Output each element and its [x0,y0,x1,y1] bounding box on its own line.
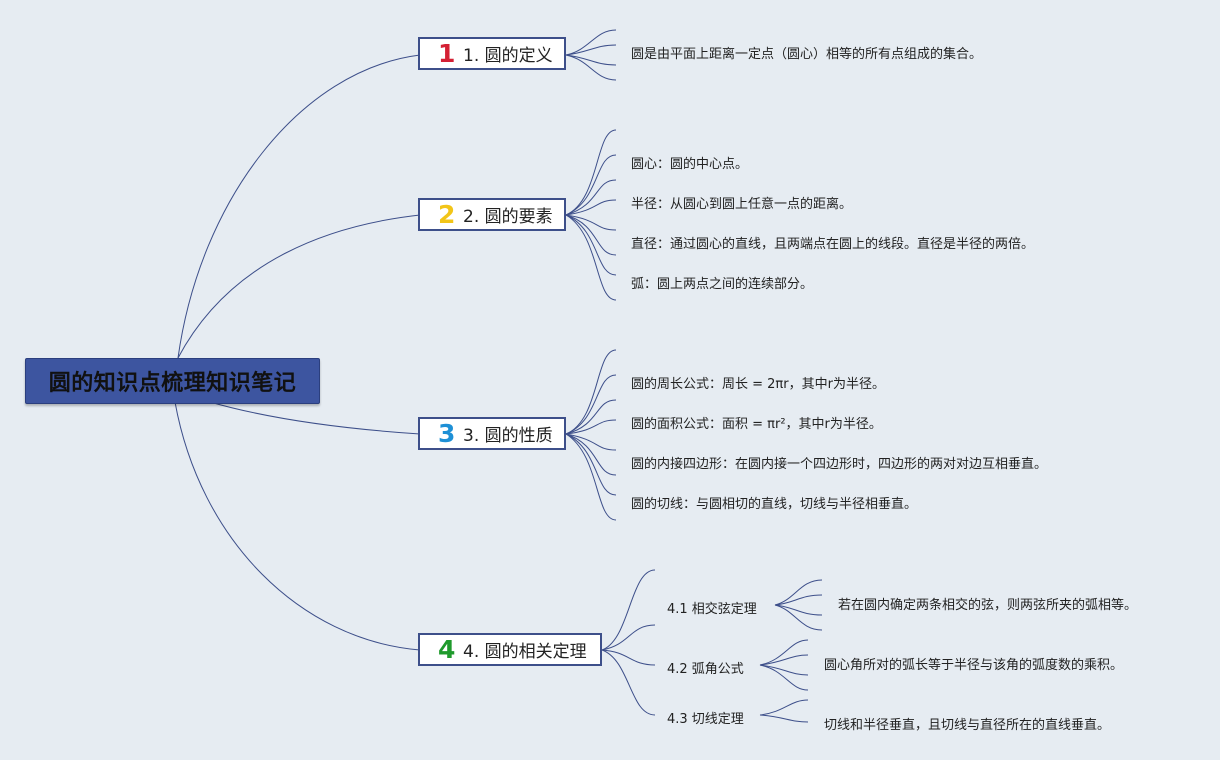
root-link-3 [209,401,421,435]
leaf-inscribed-quadrilateral: 圆的内接四边形：在圆内接一个四边形时，四边形的两对对边互相垂直。 [631,457,1048,472]
root-topic[interactable]: 圆的知识点梳理知识笔记 [25,358,320,404]
root-link-1 [177,54,421,359]
branch-label: 3. 圆的性质 [463,426,553,446]
leaf-arc-angle: 圆心角所对的弧长等于半径与该角的弧度数的乘积。 [824,658,1124,673]
leaf-arc: 弧：圆上两点之间的连续部分。 [631,277,814,292]
leaf-center: 圆心：圆的中心点。 [631,157,749,172]
branch-label: 2. 圆的要素 [463,207,553,227]
subtopic-tangent-theorem[interactable]: 4.3 切线定理 [667,712,744,727]
number-one-icon: 1 [438,39,456,68]
leaf-diameter: 直径：通过圆心的直线，且两端点在圆上的线段。直径是半径的两倍。 [631,237,1035,252]
branch-label: 4. 圆的相关定理 [463,642,587,662]
leaf-circumference: 圆的周长公式：周长 = 2πr，其中r为半径。 [631,377,885,392]
number-four-icon: 4 [438,635,456,664]
leaf-radius: 半径：从圆心到圆上任意一点的距离。 [631,197,853,212]
leaf-definition: 圆是由平面上距离一定点（圆心）相等的所有点组成的集合。 [631,47,983,62]
root-link-4 [174,401,421,651]
branch-elements[interactable]: 2 2. 圆的要素 [418,198,566,231]
branch-properties[interactable]: 3 3. 圆的性质 [418,417,566,450]
branch-label: 1. 圆的定义 [463,46,553,66]
subtopic-arc-angle[interactable]: 4.2 弧角公式 [667,662,744,677]
branch-definition[interactable]: 1 1. 圆的定义 [418,37,566,70]
leaf-tangent: 圆的切线：与圆相切的直线，切线与半径相垂直。 [631,497,918,512]
leaf-area: 圆的面积公式：面积 = πr²，其中r为半径。 [631,417,882,432]
subtopic-intersecting-chords[interactable]: 4.1 相交弦定理 [667,602,757,617]
root-link-2 [177,214,421,359]
leaf-tangent-theorem: 切线和半径垂直，且切线与直径所在的直线垂直。 [824,718,1111,733]
number-two-icon: 2 [438,200,456,229]
root-title: 圆的知识点梳理知识笔记 [48,371,297,396]
number-three-icon: 3 [438,419,456,448]
branch-theorems[interactable]: 4 4. 圆的相关定理 [418,633,602,666]
leaf-intersecting-chords: 若在圆内确定两条相交的弦，则两弦所夹的弧相等。 [838,598,1138,613]
